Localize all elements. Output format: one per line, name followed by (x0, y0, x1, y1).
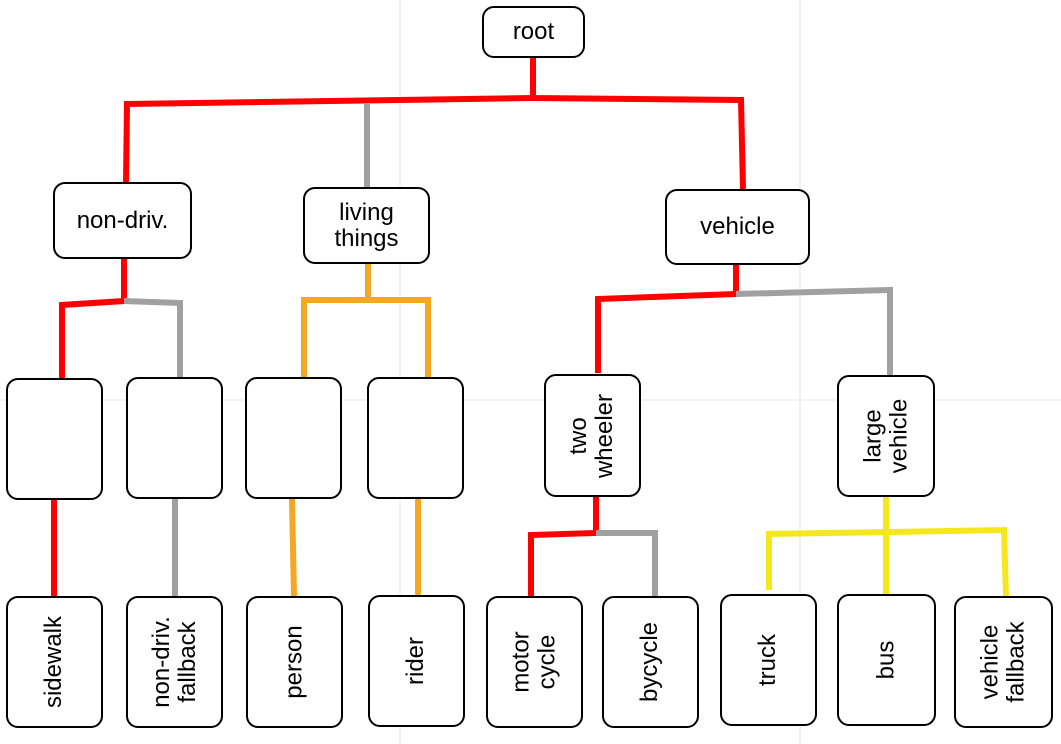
edge-root-vehicle (530, 57, 746, 190)
node-empty-3 (245, 377, 342, 499)
edge-non-driv-sidewalk-group (59, 258, 127, 378)
node-label: truck (754, 633, 782, 687)
node-living-things: living things (303, 187, 430, 264)
edge-living-things-children (301, 297, 431, 377)
node-label: non-driv. fallback (147, 616, 201, 708)
node-label: vehicle (700, 213, 775, 240)
node-non-driv-fallback: non-driv. fallback (126, 596, 223, 728)
node-person: person (246, 596, 343, 728)
edge-motor-cycle (528, 496, 599, 596)
node-sidewalk: sidewalk (6, 596, 103, 728)
node-bus: bus (837, 594, 936, 726)
node-label: living things (334, 198, 399, 252)
edge-bycycle (596, 530, 658, 596)
edge-truck-vehicle-fallback (766, 526, 1009, 597)
node-large-vehicle: large vehicle (837, 375, 935, 497)
node-label: sidewalk (40, 615, 68, 709)
node-non-driv: non-driv. (53, 182, 192, 259)
node-truck: truck (720, 594, 817, 726)
node-label: root (512, 18, 555, 45)
node-rider: rider (368, 595, 465, 727)
node-bycycle: bycycle (602, 596, 699, 728)
edge-vehicle-large-vehicle (735, 286, 893, 375)
node-label: bycycle (636, 621, 664, 703)
edge-root-non-driv (123, 95, 534, 183)
node-label: large vehicle (859, 398, 912, 474)
node-empty-4 (367, 377, 464, 499)
node-empty-1 (6, 378, 103, 500)
node-root: root (482, 6, 585, 58)
node-label: two wheeler (565, 393, 619, 478)
node-label: motor cycle (507, 631, 561, 693)
node-label: bus (872, 640, 900, 680)
node-label: person (280, 625, 308, 699)
node-label: non-driv. (76, 206, 169, 234)
edge-vehicle-two-wheeler (595, 264, 739, 373)
node-motor-cycle: motor cycle (486, 596, 583, 728)
node-vehicle: vehicle (665, 189, 810, 265)
node-vehicle-fallback: vehicle fallback (954, 596, 1053, 728)
edge-person (289, 498, 297, 597)
node-empty-2 (126, 377, 223, 499)
edge-non-driv-fallback-group (123, 298, 183, 378)
node-label: rider (402, 636, 430, 686)
node-label: vehicle fallback (976, 621, 1030, 703)
node-two-wheeler: two wheeler (544, 374, 641, 497)
